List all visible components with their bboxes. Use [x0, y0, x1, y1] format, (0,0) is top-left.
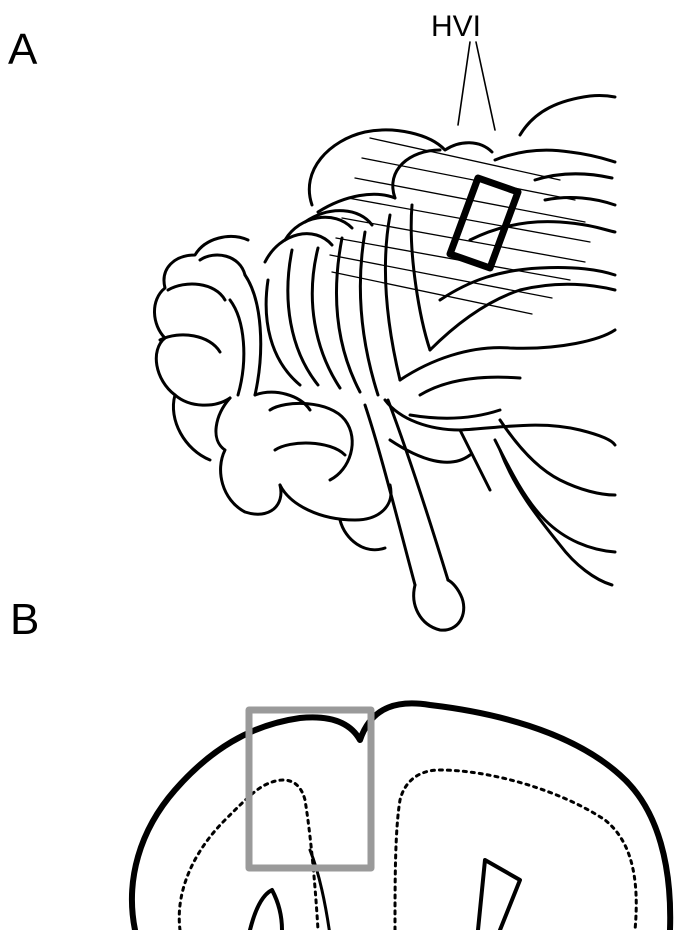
- section-outline: [132, 703, 670, 930]
- hvi-pointer-lines: [458, 42, 495, 130]
- cerebellum-drawing: [154, 96, 615, 631]
